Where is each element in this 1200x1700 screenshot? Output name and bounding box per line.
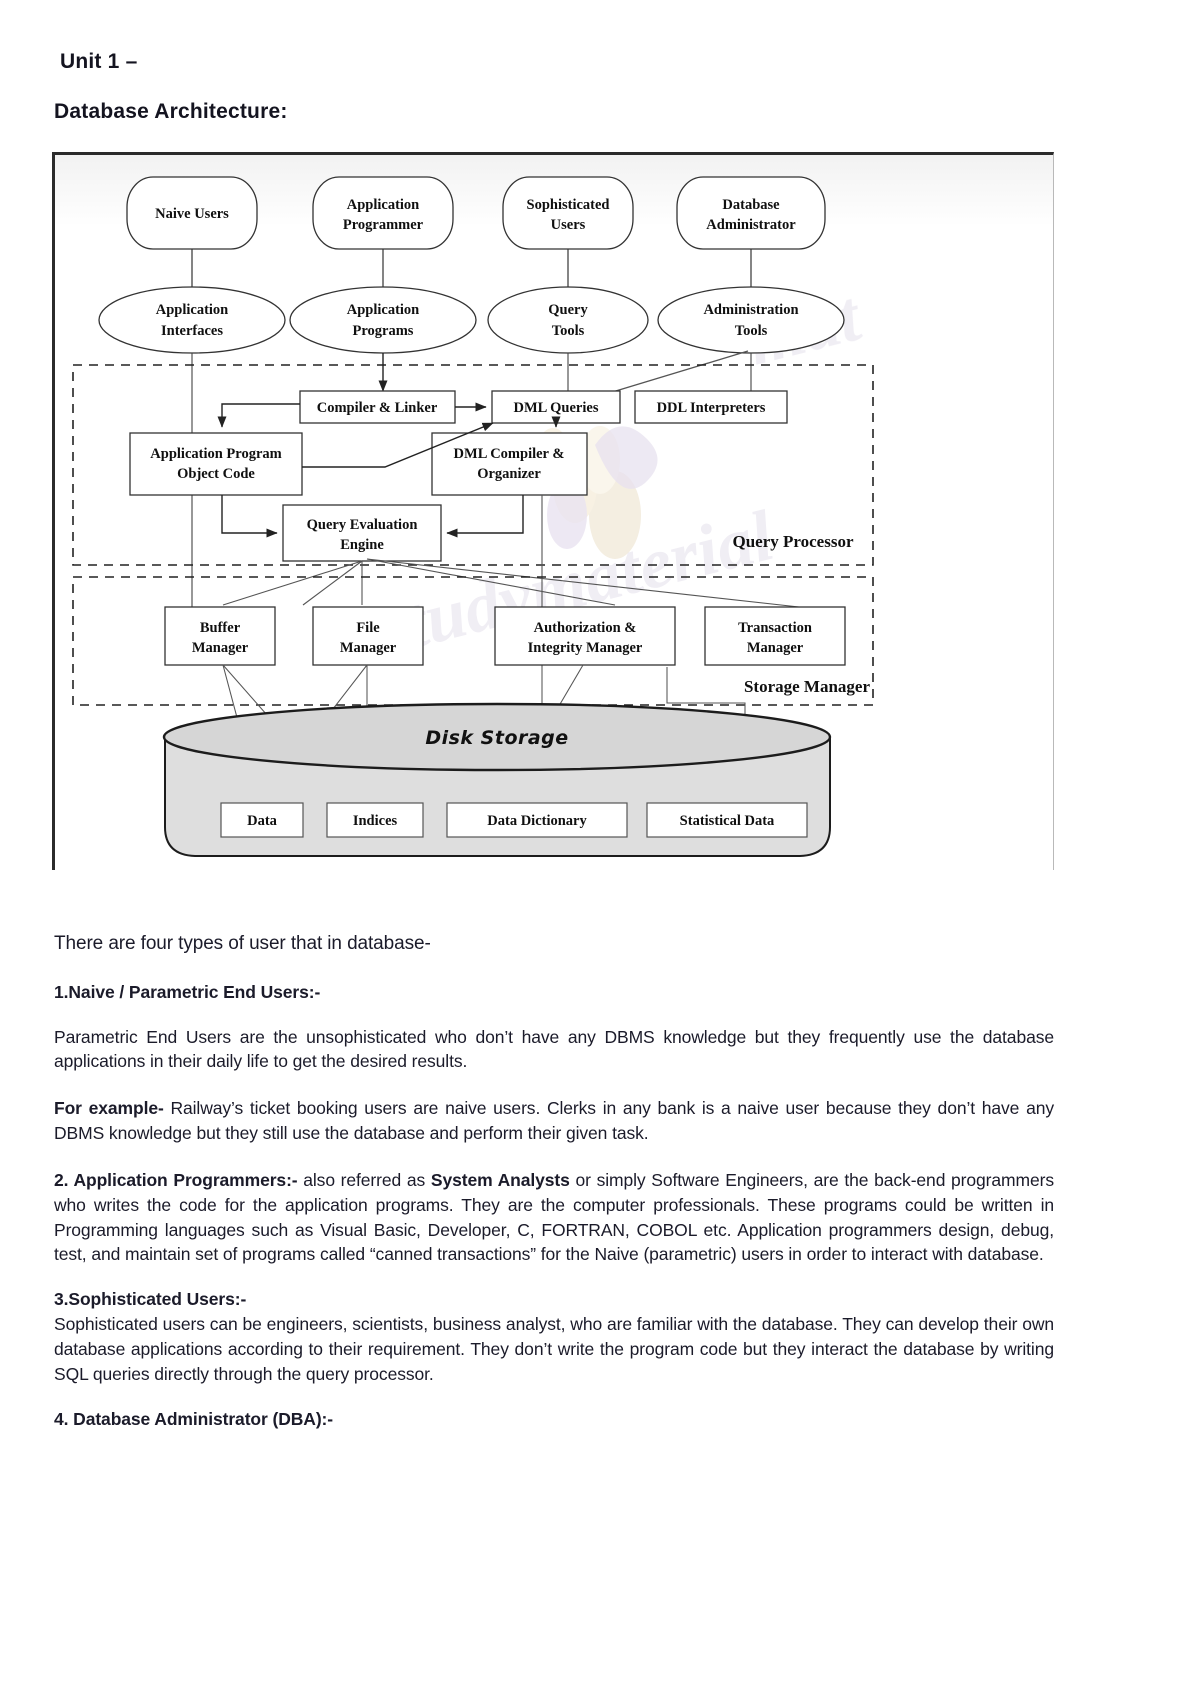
connectors-roles-to-interfaces [191,249,752,287]
heading-sophisticated-users: 3.Sophisticated Users:- [54,1289,247,1310]
label-application-programmer-l2: Programmer [343,217,424,233]
label-application-programs-l1: Application [347,302,420,318]
node-database-administrator [676,176,826,250]
box-authorization-integrity-manager [494,606,676,666]
heading-naive-users: 1.Naive / Parametric End Users:- [54,981,321,1002]
box-application-program-object-code [129,432,303,496]
label-authorization-integrity-l2: Integrity Manager [528,640,643,656]
box-indices [326,802,424,838]
node-administration-tools [657,286,845,354]
label-query-processor: Query Processor [732,532,853,551]
label-compiler-and-linker: Compiler & Linker [317,400,438,416]
paragraph-naive-example: For example- Railway’s ticket booking us… [54,1096,1054,1146]
database-architecture-figure: studymaterial mat Naive Users Applicatio… [52,152,1054,870]
label-file-manager-l2: Manager [340,640,397,656]
label-indices: Indices [353,813,398,829]
label-statistical-data: Statistical Data [680,813,775,829]
label-application-programmers: 2. Application Programmers:- [54,1169,298,1190]
user-role-nodes [126,176,826,250]
label-ddl-interpreters: DDL Interpreters [657,400,766,416]
label-authorization-integrity-l1: Authorization & [534,620,637,636]
query-processor-boxes [129,390,788,562]
architecture-diagram-svg: studymaterial mat Naive Users Applicatio… [72,176,874,857]
box-transaction-manager [704,606,846,666]
label-administration-tools-l1: Administration [703,302,798,318]
box-buffer-manager [164,606,276,666]
label-dml-compiler-l2: Organizer [477,466,541,482]
label-for-example: For example- [54,1098,164,1119]
label-dml-queries: DML Queries [514,400,599,416]
label-buffer-manager-l2: Manager [192,640,249,656]
label-query-tools-l1: Query [548,302,588,318]
label-storage-manager: Storage Manager [744,677,871,696]
node-sophisticated-users [502,176,634,250]
label-query-tools-l2: Tools [552,323,585,339]
box-ddl-interpreters [634,390,788,424]
disk-item-boxes [220,802,808,838]
label-data-dictionary: Data Dictionary [487,813,587,829]
label-sophisticated-users-l2: Users [551,217,586,233]
node-application-programmer [312,176,454,250]
label-administration-tools-l2: Tools [735,323,768,339]
node-application-programs [289,286,477,354]
text-app-prog-a: also referred as [297,1169,431,1190]
label-buffer-manager-l1: Buffer [200,620,241,636]
label-application-interfaces-l1: Application [156,302,229,318]
paragraph-sophisticated-users: Sophisticated users can be engineers, sc… [54,1314,1054,1384]
label-app-prog-object-code-l1: Application Program [150,446,281,462]
label-database-administrator-l1: Database [722,197,780,213]
box-dml-compiler-and-organizer [431,432,588,496]
label-disk-storage: Disk Storage [425,727,568,749]
label-data: Data [247,813,278,829]
label-query-evaluation-engine-l2: Engine [340,537,384,553]
storage-manager-boxes [164,606,846,666]
label-naive-users: Naive Users [155,206,229,222]
label-application-programmer-l1: Application [347,197,420,213]
box-query-evaluation-engine [282,504,442,562]
box-statistical-data [646,802,808,838]
paragraph-naive-users: Parametric End Users are the unsophistic… [54,1026,1054,1072]
box-file-manager [312,606,424,666]
label-application-interfaces-l2: Interfaces [161,323,223,339]
box-data-dictionary [446,802,628,838]
text-for-example: Railway’s ticket booking users are naive… [54,1098,1054,1144]
engine-to-storage-connectors [222,558,800,608]
label-transaction-manager-l1: Transaction [738,620,812,636]
lead-paragraph: There are four types of user that in dat… [54,933,431,954]
node-application-interfaces [98,286,286,354]
label-file-manager-l1: File [356,620,380,636]
label-system-analysts: System Analysts [430,1169,570,1190]
section-heading-database-architecture: Database Architecture: [54,100,288,123]
label-dml-compiler-l1: DML Compiler & [454,446,565,462]
box-data [220,802,304,838]
label-sophisticated-users-l1: Sophisticated [527,197,610,213]
label-app-prog-object-code-l2: Object Code [177,466,255,482]
label-application-programs-l2: Programs [353,323,414,339]
text-app-prog-c: or simply Software Engineers, are the ba… [54,1169,1055,1265]
label-query-evaluation-engine-l1: Query Evaluation [307,517,418,533]
label-database-administrator-l2: Administrator [706,217,796,233]
paragraph-application-programmers: 2. Application Programmers:- also referr… [54,1168,1054,1267]
article-body: There are four types of user that in dat… [54,930,1054,1452]
interface-nodes [98,286,845,354]
node-query-tools [487,286,649,354]
heading-database-administrator: 4. Database Administrator (DBA):- [54,1408,334,1429]
query-processor-arrows [217,402,561,538]
page-title-unit: Unit 1 – [60,50,138,73]
query-processor-boundary [72,364,874,566]
label-transaction-manager-l2: Manager [747,640,804,656]
figure-canvas: studymaterial mat Naive Users Applicatio… [55,155,1053,870]
